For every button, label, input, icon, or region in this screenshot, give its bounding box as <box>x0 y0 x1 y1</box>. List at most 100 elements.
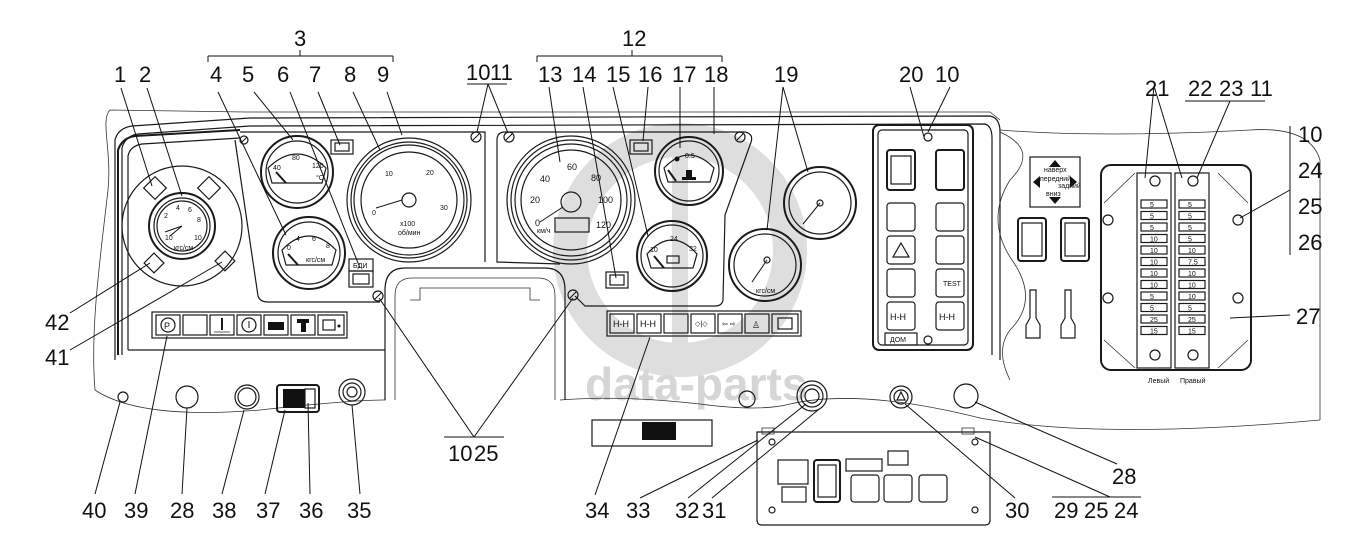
blank-indicator <box>182 314 208 336</box>
screw <box>503 131 515 143</box>
button-38[interactable] <box>234 384 260 410</box>
svg-text:10: 10 <box>385 171 393 178</box>
fuse[interactable] <box>1178 256 1206 267</box>
fuse[interactable] <box>1178 222 1206 232</box>
callout-2: 2 <box>139 62 151 87</box>
oil-indicator <box>263 314 289 336</box>
svg-text:P: P <box>164 321 170 331</box>
fuse[interactable] <box>1178 279 1206 290</box>
callout-29: 29 <box>1054 498 1078 523</box>
aux-diff-lock-button-2[interactable] <box>918 474 948 503</box>
fuse[interactable] <box>1140 279 1168 290</box>
fuse[interactable] <box>1140 325 1168 336</box>
hazard-button[interactable] <box>886 235 916 265</box>
fuse[interactable] <box>1178 245 1206 255</box>
fuse[interactable] <box>1178 314 1206 324</box>
engine-brake-button[interactable] <box>935 235 965 265</box>
svg-text:Левый: Левый <box>1148 377 1169 385</box>
callout-15: 15 <box>606 62 630 87</box>
front-fog-light-button[interactable] <box>886 202 916 232</box>
main-rocker-switch[interactable] <box>886 149 916 191</box>
warning-lamp-41 <box>214 250 236 272</box>
aux-rocker-switch[interactable] <box>813 459 841 503</box>
svg-text:4: 4 <box>176 205 180 212</box>
fuse-rating: 5 <box>1188 225 1192 232</box>
aux-indicator <box>781 486 807 503</box>
fuse-rating: 10 <box>1150 271 1158 278</box>
fuse[interactable] <box>1140 210 1168 221</box>
callout-27: 27 <box>1296 304 1320 329</box>
svg-text:⇦ ⇨: ⇦ ⇨ <box>722 321 736 328</box>
fuse[interactable] <box>1178 210 1206 221</box>
svg-text:2: 2 <box>164 213 168 220</box>
aux-diff-lock-button-1[interactable] <box>883 474 913 503</box>
rocker-switch-blank[interactable] <box>935 149 965 191</box>
test-button[interactable] <box>935 268 965 298</box>
fuse-rating: 5 <box>1188 214 1192 221</box>
svg-text:120: 120 <box>312 163 324 170</box>
callout-32: 32 <box>675 498 699 523</box>
svg-text:H-H: H-H <box>613 319 629 329</box>
fuse[interactable] <box>1178 199 1206 209</box>
callout-10: 10 <box>466 60 490 85</box>
callout-38: 38 <box>212 498 236 523</box>
callout-41: 41 <box>45 345 69 370</box>
svg-text:8: 8 <box>326 243 330 250</box>
diff-lock-button-left[interactable] <box>886 301 916 331</box>
fuse[interactable] <box>1178 268 1206 278</box>
lever-right[interactable] <box>1060 289 1076 339</box>
callout-labels: 1 2 3 4 5 6 7 8 9 10 11 12 13 14 15 16 1… <box>45 26 1322 523</box>
callout-31: 31 <box>702 498 726 523</box>
seat-indicator <box>744 313 770 334</box>
fuse[interactable] <box>1178 291 1206 301</box>
mirror-direction-pad[interactable] <box>1029 156 1081 208</box>
headlight-switch[interactable] <box>796 380 828 412</box>
fuse[interactable] <box>1178 325 1206 336</box>
callout-30: 30 <box>1005 498 1029 523</box>
fuse[interactable] <box>1178 233 1206 244</box>
lever-left[interactable] <box>1025 289 1041 339</box>
svg-text:80: 80 <box>292 155 300 162</box>
svg-text:♙: ♙ <box>752 320 760 330</box>
fuse[interactable] <box>1140 233 1168 244</box>
fuse[interactable] <box>1140 302 1168 313</box>
cluster-3: 40 80 120 °C 0 4 6 8 кгс/см 0 10 20 30 x… <box>234 131 486 303</box>
rocker-switch-37[interactable] <box>276 384 320 413</box>
fuse[interactable] <box>1140 256 1168 267</box>
diff-lock-button-right[interactable] <box>935 301 965 331</box>
svg-text:ДОМ: ДОМ <box>890 337 906 344</box>
fuse[interactable] <box>1140 199 1168 209</box>
leader-lines <box>69 50 1291 499</box>
svg-text:100: 100 <box>598 195 613 205</box>
callout-20: 20 <box>899 62 923 87</box>
svg-text:H-H: H-H <box>640 319 656 329</box>
aux-button-blank[interactable] <box>850 474 880 503</box>
rear-fog-light-button[interactable] <box>886 268 916 298</box>
fuse-rating: 10 <box>1188 271 1196 278</box>
diff-lock-indicator <box>609 313 635 334</box>
mirror-select-switch-left[interactable] <box>1017 217 1047 262</box>
svg-text:TEST: TEST <box>943 281 962 288</box>
svg-text:x100: x100 <box>400 221 415 228</box>
svg-text:6: 6 <box>188 207 192 214</box>
headlight-indicator <box>629 139 653 155</box>
mirror-select-switch-right[interactable] <box>1060 217 1090 262</box>
callout-17: 17 <box>672 62 696 87</box>
fuse[interactable] <box>1140 291 1168 301</box>
svg-text:кгс/см: кгс/см <box>756 288 775 295</box>
fuse[interactable] <box>1140 314 1168 324</box>
fuse[interactable] <box>1178 302 1206 313</box>
screw <box>470 131 482 143</box>
fuse[interactable] <box>1140 222 1168 232</box>
blank-button[interactable] <box>935 202 965 232</box>
fuse-rating: 10 <box>1150 260 1158 267</box>
callout-10-b: 10 <box>935 62 959 87</box>
hazard-switch[interactable] <box>889 385 913 409</box>
callout-37: 37 <box>256 498 280 523</box>
fuse[interactable] <box>1140 268 1168 278</box>
svg-text:задний: задний <box>1058 182 1081 190</box>
fuse[interactable] <box>1140 245 1168 255</box>
air-pressure-gauge-right <box>783 166 857 240</box>
callout-14: 14 <box>572 62 596 87</box>
